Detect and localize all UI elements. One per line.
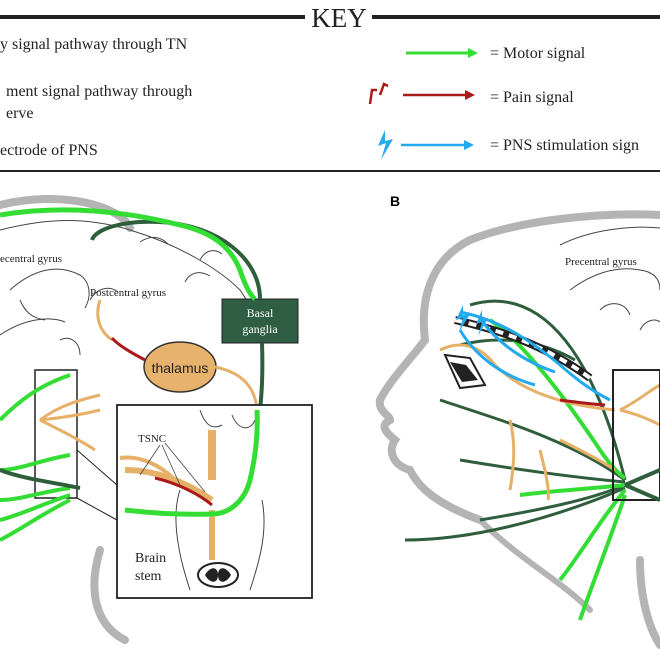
key-title: KEY	[311, 3, 367, 33]
face-box-b	[612, 369, 660, 501]
eye-dark	[450, 362, 478, 382]
lightning-icon	[378, 130, 393, 160]
key-motor-label: = Motor signal	[490, 45, 586, 62]
head-outline-b-neck	[636, 556, 660, 649]
basal-ganglia-box	[221, 298, 299, 344]
brainstem-label-1: Brain	[135, 551, 166, 566]
thalamus-label: thalamus	[152, 360, 209, 376]
pns-electrode-bands	[454, 318, 592, 380]
motor-path-top	[0, 207, 257, 301]
key-pain-label: = Pain signal	[490, 89, 574, 106]
panel-b-letter: B	[390, 193, 400, 209]
key-pain-arrowhead	[465, 90, 475, 100]
brainstem-label-2: stem	[135, 569, 162, 584]
pain-glyph-icon	[368, 82, 389, 105]
sensory-nerve-brainstem	[124, 467, 214, 503]
pain-path-cortex	[110, 336, 146, 362]
motor-fan-a	[0, 373, 71, 542]
panel-a: thalamus Basal ganglia ecentral gyrus Po…	[0, 195, 313, 644]
key-left-item-2: ment signal pathway through	[6, 83, 192, 100]
key-left-item-4: ectrode of PNS	[0, 142, 98, 159]
key-left-item-1: y signal pathway through TN	[0, 36, 188, 53]
dark-nerve-face-b	[624, 468, 660, 502]
head-outline-neck	[90, 546, 129, 644]
basal-ganglia-label-1: Basal	[247, 306, 274, 320]
motor-paths-b	[488, 318, 627, 621]
pns-paths-b	[458, 310, 611, 402]
lightning-icon-b-1	[456, 305, 470, 332]
key-motor-arrowhead	[468, 48, 478, 58]
pain-path-b	[559, 398, 606, 407]
dark-nerve-face-a	[0, 468, 81, 490]
key-left-item-3: erve	[6, 105, 34, 122]
key-pns-label: = PNS stimulation sign	[490, 137, 639, 154]
brain-sketch-b	[559, 226, 660, 331]
key-pns-arrowhead	[464, 140, 474, 150]
head-outline-b-jaw	[477, 517, 593, 613]
connector-top	[76, 449, 118, 486]
motor-path-brainstem	[124, 409, 260, 517]
head-outline-top	[0, 195, 134, 232]
sensory-path-cortex	[96, 299, 113, 342]
precentral-gyrus-label-b: Precentral gyrus	[565, 256, 637, 268]
tsnc-label: TSNC	[138, 433, 166, 445]
tsnc-pointers	[139, 442, 206, 493]
brainstem-sketch	[175, 409, 265, 591]
precentral-gyrus-label-a: ecentral gyrus	[0, 253, 62, 265]
panel-b: B Precentral gyrus	[375, 193, 660, 649]
basal-ganglia-label-2: ganglia	[242, 322, 278, 336]
head-outline-b-face	[375, 210, 660, 524]
spinal-cord-grey-matter	[205, 568, 231, 582]
sensory-path-thalamus	[214, 365, 259, 411]
sensory-fan-a	[39, 393, 101, 452]
pain-path-brainstem	[154, 476, 213, 507]
lightning-icon-b-2	[476, 310, 488, 336]
postcentral-gyrus-label: Postcentral gyrus	[90, 287, 166, 299]
sensory-nerve-branch	[119, 455, 177, 482]
key-panel: KEY y signal pathway through TN ment sig…	[0, 3, 660, 172]
connector-bottom	[76, 497, 118, 521]
